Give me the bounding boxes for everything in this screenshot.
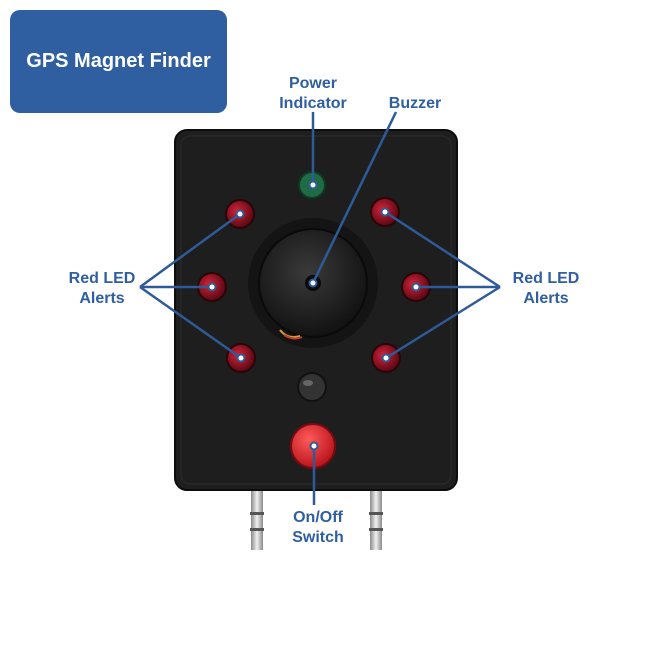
label-switch-line1: On/Off bbox=[293, 509, 343, 526]
callout-dots bbox=[207, 180, 421, 451]
label-right-led-line2: Alerts bbox=[523, 290, 569, 307]
label-buzzer-text: Buzzer bbox=[388, 95, 442, 112]
label-right-led-line1: Red LED bbox=[512, 270, 580, 287]
label-left-led-line1: Red LED bbox=[68, 270, 136, 287]
label-power-indicator: Power Indicator bbox=[263, 74, 363, 114]
label-red-led-left: Red LED Alerts bbox=[52, 269, 152, 309]
label-on-off-switch: On/Off Switch bbox=[268, 508, 368, 548]
title-box: GPS Magnet Finder bbox=[10, 10, 227, 113]
callout-lines bbox=[139, 111, 501, 505]
label-power-line2: Indicator bbox=[279, 95, 347, 112]
connector-pin-left bbox=[250, 488, 264, 550]
light-sensor bbox=[297, 372, 327, 402]
connector-pin-right bbox=[369, 488, 383, 550]
label-power-line1: Power bbox=[288, 75, 337, 92]
label-left-led-line2: Alerts bbox=[79, 290, 125, 307]
label-buzzer: Buzzer bbox=[370, 94, 460, 114]
page-title: GPS Magnet Finder bbox=[26, 50, 211, 72]
label-red-led-right: Red LED Alerts bbox=[496, 269, 596, 309]
label-switch-line2: Switch bbox=[292, 529, 344, 546]
